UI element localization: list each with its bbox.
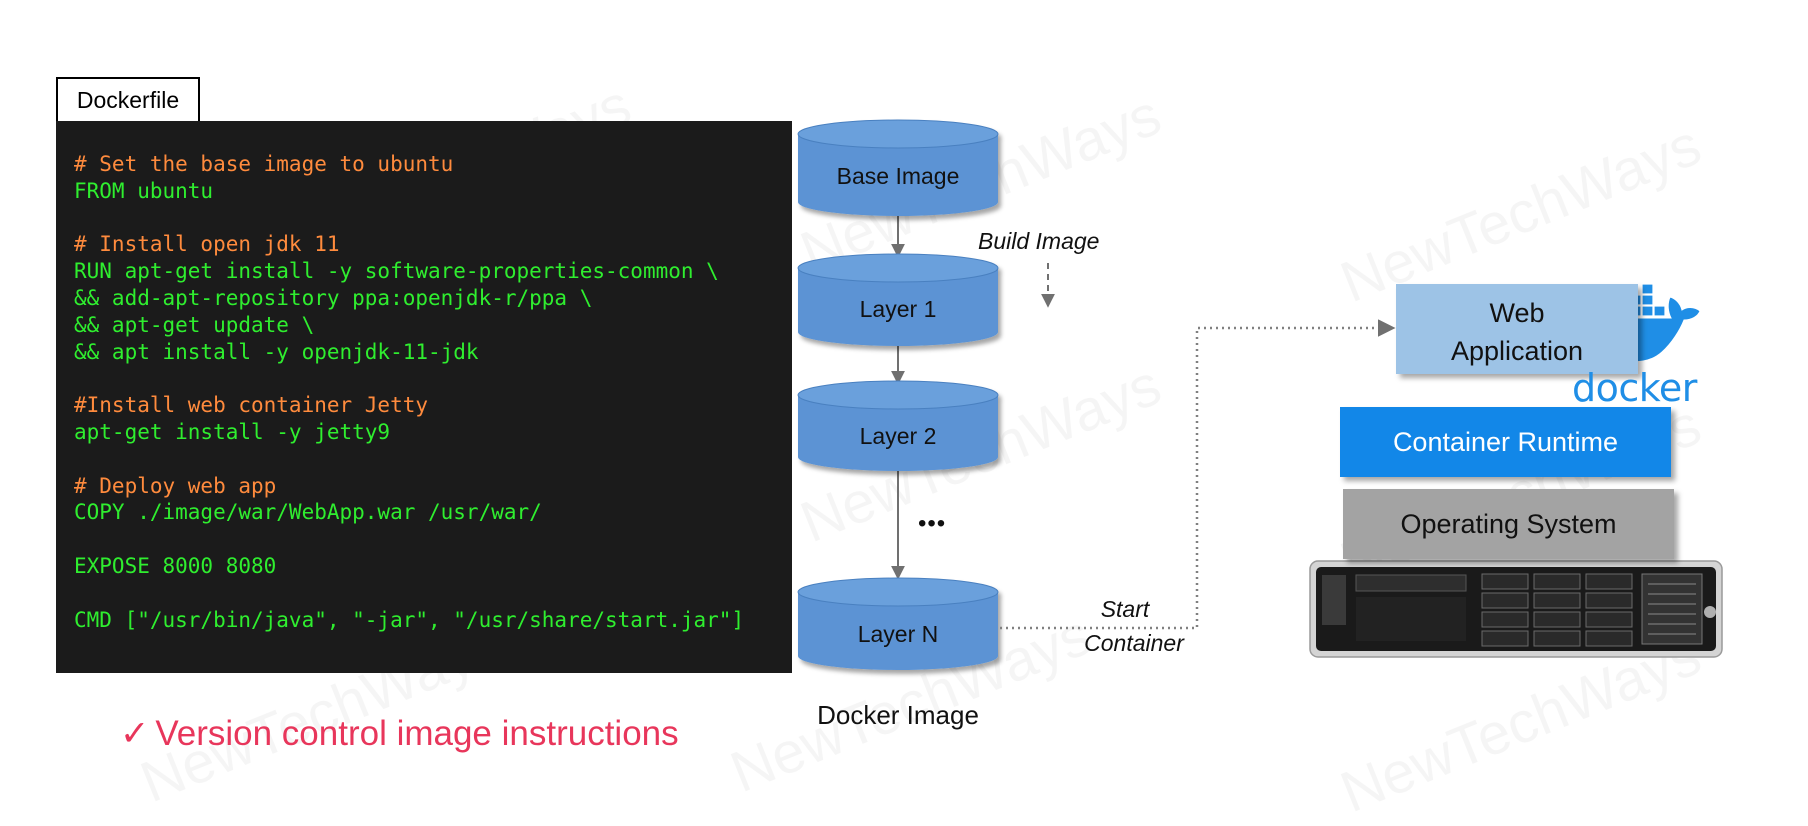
start-label: Start xyxy=(1100,596,1150,622)
docker-image-title: Docker Image xyxy=(817,700,979,730)
code-command-line: EXPOSE 8000 8080 xyxy=(74,554,277,578)
layer-label-layer-n: Layer N xyxy=(857,621,939,647)
container-runtime-box: Container Runtime xyxy=(1340,407,1671,477)
caption: ✓Version control image instructions xyxy=(120,714,679,754)
container-label: Container xyxy=(1084,630,1184,656)
code-comment-line: # Install open jdk 11 xyxy=(74,232,340,257)
dockerfile-tab: Dockerfile xyxy=(56,77,200,121)
cylinder-layer-n xyxy=(797,577,999,670)
code-command-line: CMD ["/usr/bin/java", "-jar", "/usr/shar… xyxy=(74,607,745,632)
code-command-line: RUN apt-get install -y software-properti… xyxy=(74,259,719,284)
operating-system-box: Operating System xyxy=(1343,489,1674,559)
layer-label-base-image: Base Image xyxy=(836,163,960,189)
code-command-line: COPY ./image/war/WebApp.war /usr/war/ xyxy=(74,500,542,525)
web-application-box: Web Application xyxy=(1396,284,1638,374)
layers-ellipsis: ••• xyxy=(918,510,947,537)
code-comment-line: # Deploy web app xyxy=(74,473,277,498)
code-comment-line: #Install web container Jetty xyxy=(74,393,429,418)
docker-diagram xyxy=(797,119,1723,670)
build-image-label: Build Image xyxy=(978,228,1100,254)
code-command-line: FROM ubuntu xyxy=(74,178,214,203)
layer-label-layer-1: Layer 1 xyxy=(859,296,937,322)
code-command-line: && add-apt-repository ppa:openjdk-r/ppa … xyxy=(74,286,593,310)
checkmark-icon: ✓ xyxy=(120,714,150,753)
cylinder-base-image xyxy=(797,119,999,216)
server-icon xyxy=(1309,560,1723,658)
web-application-label: Web Application xyxy=(1450,298,1584,366)
code-command-line: apt-get install -y jetty9 xyxy=(74,420,391,444)
code-command-line: && apt-get update \ xyxy=(74,312,315,337)
caption-text: Version control image instructions xyxy=(155,714,679,753)
cylinder-layer-2 xyxy=(797,380,999,471)
code-command-line: && apt install -y openjdk-11-jdk xyxy=(74,339,479,364)
layer-label-layer-2: Layer 2 xyxy=(859,423,937,449)
start-container-connector xyxy=(1000,319,1396,630)
code-comment-line: # Set the base image to ubuntu xyxy=(74,152,454,176)
docker-logo-text: docker xyxy=(1572,366,1697,410)
cylinder-layer-1 xyxy=(797,253,999,346)
